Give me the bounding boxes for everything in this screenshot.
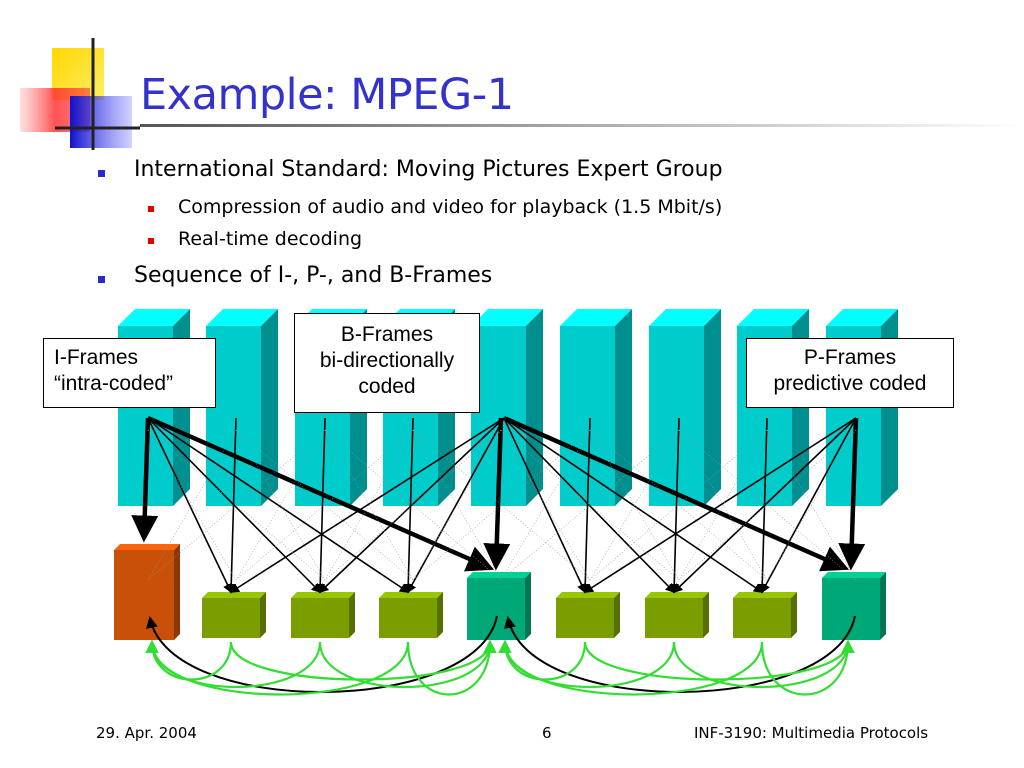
callout-line: I-Frames	[54, 346, 138, 369]
arrow-source-to-frame	[669, 417, 680, 594]
p-frame-block	[467, 572, 531, 640]
arrow-source-to-frame	[580, 417, 591, 594]
green-arrow-b-to-i	[145, 639, 322, 688]
arrow-p-to-b	[503, 417, 676, 594]
callout-line: bi-directionally	[319, 349, 455, 372]
bullet-text: International Standard: Moving Pictures …	[134, 157, 723, 182]
page-title: Example: MPEG-1	[140, 70, 514, 120]
callout-line: B-Frames	[340, 323, 434, 346]
dotted-guide-line	[324, 429, 502, 581]
dotted-guide-line	[324, 429, 414, 581]
callout-line: “intra-coded”	[54, 372, 174, 395]
green-arrow-b-to-p	[229, 639, 497, 681]
footer-course: INF-3190: Multimedia Protocols	[694, 724, 929, 742]
logo-squares-icon	[20, 38, 140, 150]
dotted-guide-line	[324, 429, 502, 581]
green-arrow-b-to-p	[498, 639, 587, 681]
bullet-standard: International Standard: Moving Pictures …	[96, 157, 996, 187]
green-arrow-b-to-p	[406, 639, 497, 696]
bullet-sequence: Sequence of I-, P-, and B-Frames	[96, 263, 996, 293]
callout-b-frames: B-Frames bi-directionally coded	[294, 313, 480, 413]
green-arrow-b-to-p2	[760, 639, 855, 696]
arrow-source-to-frame	[403, 417, 414, 594]
arrow-source-to-frame	[483, 417, 511, 571]
dotted-guide-line	[412, 429, 502, 581]
arrow-p-to-b	[503, 417, 764, 593]
footer-page-number: 6	[542, 724, 552, 742]
prediction-arrows	[131, 415, 866, 696]
bullet-square-icon	[98, 170, 105, 177]
arrow-p-to-b	[318, 417, 505, 594]
green-arrow-b-to-p2	[672, 639, 855, 689]
b-frame-block	[556, 592, 620, 638]
dotted-guide-line	[589, 429, 680, 581]
encoded-frames-row	[114, 544, 886, 640]
b-frame-block	[733, 592, 797, 638]
dotted-guide-line	[324, 429, 414, 581]
sub-bullet-square-icon	[148, 238, 154, 244]
sub-bullet-compression: Compression of audio and video for playb…	[148, 196, 948, 222]
bullet-text: Sequence of I-, P-, and B-Frames	[134, 263, 493, 288]
dotted-guide-line	[147, 429, 237, 581]
green-arrow-b-to-i	[145, 639, 233, 681]
i-frame-block	[114, 544, 180, 640]
source-frame-1	[206, 309, 278, 506]
dotted-guide-line	[678, 429, 768, 581]
dotted-guide-line	[766, 429, 857, 581]
arrow-p2-to-b	[672, 417, 857, 594]
b-frame-block	[291, 592, 355, 638]
green-arrow-b-to-p	[498, 639, 764, 696]
arrow-i-to-p	[147, 415, 495, 572]
sub-bullet-text: Real-time decoding	[178, 228, 363, 250]
b-frame-block	[379, 592, 443, 638]
green-arrow-b-to-p	[318, 639, 497, 689]
bullet-square-icon	[98, 276, 105, 283]
arrow-p-to-b	[229, 417, 505, 593]
dotted-guide-line	[412, 429, 502, 581]
footer-date: 29. Apr. 2004	[96, 724, 197, 742]
sub-bullet-square-icon	[148, 206, 154, 212]
b-frame-block	[645, 592, 709, 638]
source-frame-6	[649, 309, 721, 506]
dotted-guide-line	[235, 429, 326, 581]
arrow-p2-to-b	[583, 417, 857, 593]
dotted-guide-line	[500, 429, 591, 581]
title-underline	[140, 124, 1020, 127]
p-frame-block	[822, 572, 886, 640]
callout-p-frames: P-Frames predictive coded	[746, 338, 954, 408]
sub-bullet-realtime: Real-time decoding	[148, 228, 948, 254]
arrow-source-to-frame	[838, 417, 866, 571]
callout-line: coded	[358, 375, 416, 398]
green-arrow-b-to-i	[145, 639, 410, 696]
source-frame-4	[471, 309, 543, 506]
dotted-guide-line	[147, 429, 237, 581]
arrow-i-to-b	[147, 417, 410, 593]
sub-bullet-text: Compression of audio and video for playb…	[178, 196, 723, 218]
arrow-source-to-frame	[131, 417, 159, 543]
dotted-guide-line	[678, 429, 768, 581]
arrow-p-to-b	[407, 417, 505, 594]
b-frame-block	[202, 592, 266, 638]
callout-line: predictive coded	[773, 372, 927, 395]
arrow-i-to-b	[147, 417, 322, 594]
arrow-source-to-frame	[315, 417, 326, 594]
source-frame-5	[560, 309, 632, 506]
arrow-p2-to-b	[761, 417, 857, 594]
callout-i-frames: I-Frames “intra-coded”	[43, 338, 216, 408]
green-arrow-b-to-p2	[583, 639, 855, 681]
arrow-p-to-b	[503, 417, 586, 594]
callout-line: P-Frames	[803, 346, 897, 369]
arrow-i-to-b	[147, 417, 232, 594]
